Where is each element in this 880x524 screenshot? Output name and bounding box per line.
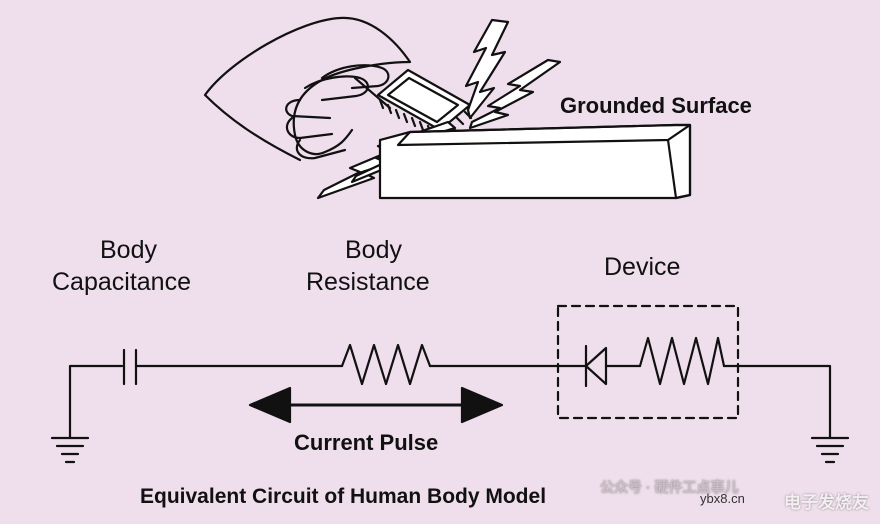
hand-illustration — [203, 16, 412, 162]
diagram-caption: Equivalent Circuit of Human Body Model — [140, 485, 547, 508]
body-capacitance-label-line2: Capacitance — [52, 268, 191, 296]
body-resistance-label-line1: Body — [345, 236, 402, 264]
device-label: Device — [604, 253, 681, 281]
watermark-site: ybx8.cn — [700, 491, 745, 506]
body-capacitance-label-line1: Body — [100, 236, 157, 264]
right-wire — [722, 364, 832, 440]
diode-triangle — [584, 346, 608, 386]
right-ground-icon — [810, 436, 850, 464]
device-resistor-symbol — [638, 336, 726, 386]
left-wire — [68, 364, 124, 440]
watermark-left: 公众号 · 硬件工点事儿 — [600, 479, 739, 495]
left-ground-icon — [50, 436, 90, 464]
capacitor-symbol — [122, 348, 138, 386]
body-resistance-label-line2: Resistance — [306, 268, 430, 296]
current-pulse-label: Current Pulse — [294, 430, 439, 455]
body-resistor-symbol — [340, 343, 432, 386]
device-dashed-box — [556, 304, 740, 420]
grounded-surface-block — [378, 123, 692, 200]
watermark-right: 电子发烧友 — [784, 493, 869, 512]
equivalent-circuit — [50, 304, 850, 464]
grounded-surface-label: Grounded Surface — [560, 93, 752, 118]
current-pulse-arrow-icon — [248, 386, 504, 424]
chip-package-icon — [376, 68, 473, 140]
